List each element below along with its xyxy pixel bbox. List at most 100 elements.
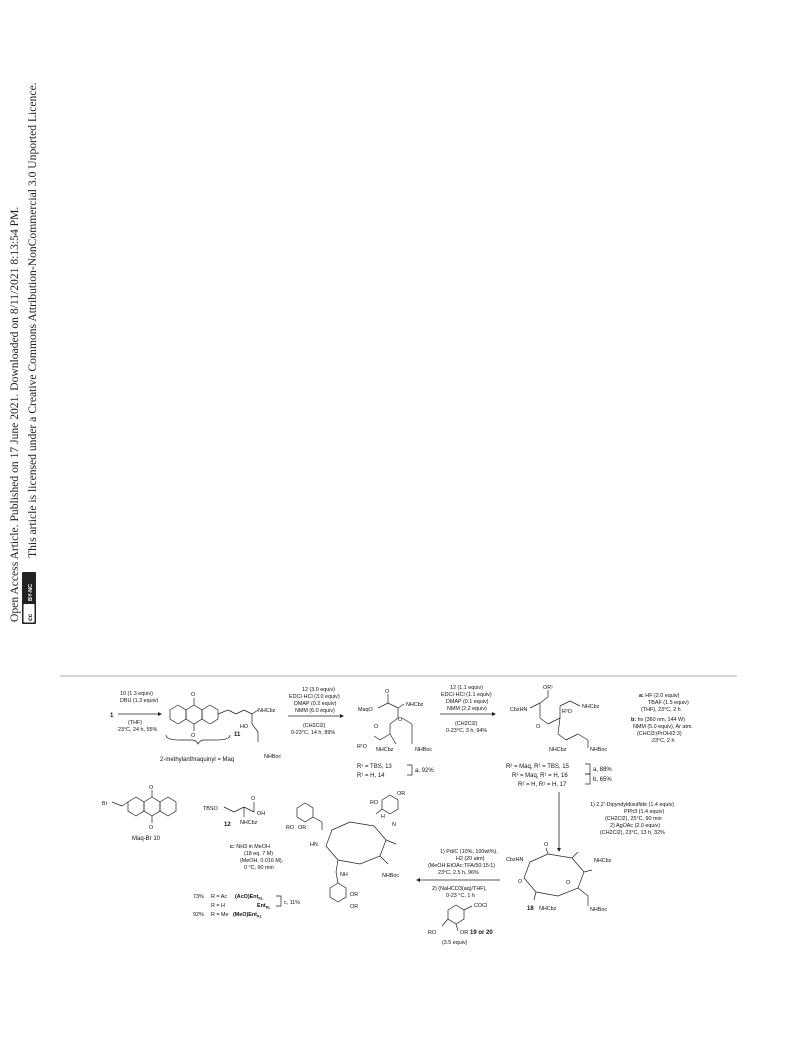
carbonyl-o-top: O [191,692,195,698]
step1-conditions: 10 (1.3 equiv) DBU (1.3 equiv) (THF) 23°… [118,691,162,733]
cmpd16-r-line: R² = Maq, R¹ = H, 16 [512,773,568,779]
cmpd11-label: 11 [234,732,241,738]
cmpd18-label: 18 [527,906,534,912]
final-or3: OR [350,892,358,898]
maq-brace [165,734,231,745]
cmpd18-o: O [544,842,548,848]
cmpd13-r-tbs: R¹ = TBS, 13 [357,764,392,770]
step5-arrowhead [416,878,420,882]
start-compound-label: 1 [110,713,114,719]
step3-arrowhead [492,712,496,716]
license-sidebar: Open Access Article. Published on 17 Jun… [0,0,60,680]
cmpd15-bracket-a [585,763,591,775]
cmpd13-r1o: R¹O [357,744,367,750]
step2-r1: 12 (3.0 equiv) [302,687,335,693]
compound-13-14: O MaqO NHCbz O O R¹O NHCbz NHBoc R¹ = TB… [357,689,434,779]
cmpd18-nhcbz: NHCbz [594,858,612,864]
product1-name: (AcO)Ent [235,894,259,900]
final-hn: HN [310,842,318,848]
step3-r1: 12 (1.1 equiv) [450,685,483,691]
step5-r1: 1) Pd/C (10%, 100wt%), [440,849,498,855]
cmpd11-nhboc: NHBoc [264,754,281,760]
step3-r3: DMAP (0.1 equiv) [446,699,489,705]
final-or: OR [298,825,306,831]
step2-conditions: 12 (3.0 equiv) EDCI·HCl (3.0 equiv) DMAP… [288,687,344,736]
cmpd15-nhcbz2: NHCbz [549,747,567,753]
step2-solvent: (CH2Cl2) [303,723,326,729]
cmpd11-ho: HO [240,724,248,730]
cmpd15-nhboc: NHBoc [590,747,607,753]
cmpd18-cbzhn: CbzHN [506,857,523,863]
products-bracket [276,895,282,907]
final-h: H [381,814,385,820]
cmpd15-bonds [529,690,589,748]
compound-11: O O NHCbz HO 11 NHBoc 2-methylanthraquin… [160,692,281,763]
step3-conditions: 12 (1.1 equiv) EDCI·HCl (1.1 equiv) DMAP… [440,685,496,734]
product2-r: R = H [211,903,225,909]
cmpd13-maqo: MaqO [358,707,373,713]
reagent12-oh: OH [257,811,265,817]
by-nc-badge-text: BY-NC [28,584,34,601]
cond-b3: (CHCl3:iPrOH/2:3) [637,731,682,737]
cmpd13-ester-o: O [398,717,402,723]
product3-yield: 92% [193,912,204,918]
maqbr-label: Maq-Br 10 [132,836,161,842]
maqbr-o-top: O [149,785,153,791]
reagent12-o: O [251,796,255,802]
cmpd13-nhcbz: NHCbz [406,702,424,708]
final-or4: OR [350,904,358,910]
maqbr-o-bottom: O [149,825,153,831]
step4-r4: 2) AgOAc (2.0 equiv) [610,823,660,829]
cmpd13-bracket [407,764,413,776]
product1-yield: 73% [193,894,204,900]
step1-reagent2: DBU (1.3 equiv) [120,698,159,704]
acid-chloride-label: 19 or 20 [470,930,493,936]
final-or2: OR [397,791,405,797]
cmpd15-o: O [536,724,540,730]
reagent-maq-br: Br O O Maq-Br 10 [102,785,177,842]
products-list: 73% R = Ac (AcO)EntKL R = H EntKL 92% R … [193,894,300,919]
cond-a2: TBAF (1.5 equiv) [648,700,689,706]
cond-b2: NMM (5.0 equiv), Ar atm. [633,724,693,730]
cmpd13-ester-o2: O [374,724,378,730]
cc-badge-text: cc [27,613,34,621]
cond-b-label: b: [631,717,636,723]
final-ro: RO [286,825,294,831]
product2-sub: KL [266,906,272,910]
carbonyl-o-bottom: O [191,733,195,739]
cmpd17-r-line: R² = H, R¹ = H, 17 [518,782,567,788]
step1-reagent1: 10 (1.3 equiv) [120,691,153,697]
cmpd13-bonds [373,694,413,745]
reagent12-label: 12 [224,822,231,828]
maq-definition: 2-methylanthraquinyl = Maq [160,757,234,763]
step2-conditions-text: 0-23°C, 14 h, 89% [291,730,335,736]
step4-r5: (CH2Cl2), 23°C, 13 h, 32% [600,830,665,836]
svg-text:b: hν (360 nm, 144 W): b: hν (360 nm, 144 W) [631,717,685,723]
step-c-label: c: [230,844,235,850]
svg-text:c: NH3 in MeOH: c: NH3 in MeOH [230,844,270,850]
cmpd18-nhcbz2: NHCbz [539,906,557,912]
cond-a3: (THF), 23°C, 2 h [641,707,681,713]
step3-conditions-text: 0-23°C, 3 h, 94% [446,728,487,734]
step2-r3: DMAP (0.2 equiv) [294,701,337,707]
cmpd15-nhcbz: NHCbz [582,704,600,710]
cmpd15-step-b: b, 65% [593,777,612,783]
cond-a-label: a: [639,693,644,699]
step5-r2: H2 (20 atm) [456,856,485,862]
cmpd15-step-a: a, 88% [593,767,612,773]
svg-text:a: HF (2.0 equiv): a: HF (2.0 equiv) [639,693,680,699]
step2-r2: EDCI·HCl (3.0 equiv) [289,694,340,700]
acid-chloride-or: OR [460,930,468,936]
cmpd18-o2: O [518,879,522,885]
final-nh: NH [340,872,348,878]
cmpd11-nhcbz: NHCbz [258,708,276,714]
cmpd15-cbzhn: CbzHN [510,707,527,713]
cc-license-badge[interactable]: cc BY-NC [22,572,36,624]
svg-text:(MeO)EntKL: (MeO)EntKL [233,912,263,919]
cond-b1: hν (360 nm, 144 W) [638,717,686,723]
cmpd13-step-a: a, 92% [415,768,434,774]
final-ro2: RO [370,800,378,806]
step4-arrowhead [557,848,561,852]
step4-r1: 1) 2,2'-Dipyridyldisulfide (1.4 equiv) [590,802,674,808]
conditions-a-b: a: HF (2.0 equiv) TBAF (1.5 equiv) (THF)… [631,693,693,744]
